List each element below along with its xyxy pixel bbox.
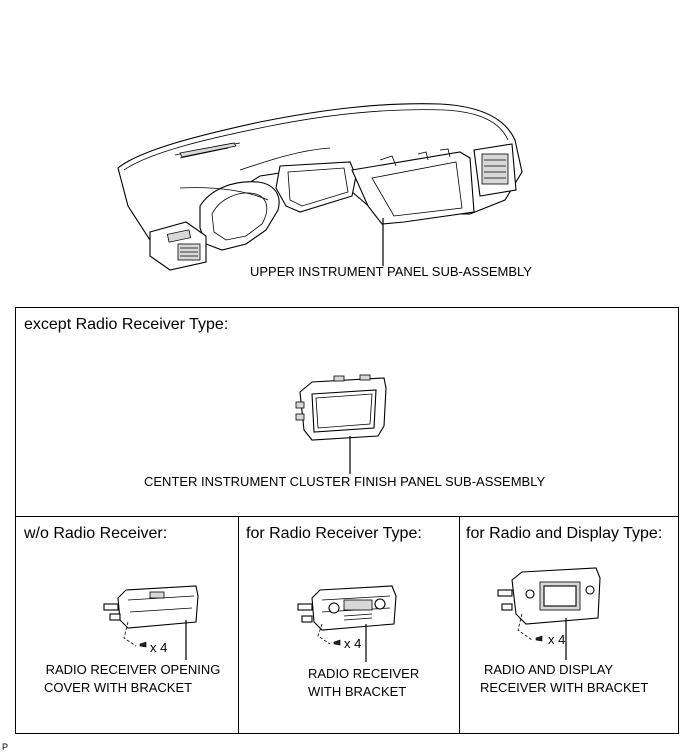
radio-display-qty: x 4	[548, 632, 566, 647]
upper-instrument-panel-illustration	[117, 103, 523, 271]
radio-receiver-qty: x 4	[344, 636, 362, 651]
radio-receiver-type-heading: for Radio Receiver Type:	[246, 525, 422, 542]
opening-cover-label-line1: RADIO RECEIVER OPENING	[45, 662, 221, 677]
center-cluster-finish-panel-label: CENTER INSTRUMENT CLUSTER FINISH PANEL S…	[144, 474, 546, 489]
radio-display-label-line1: RADIO AND DISPLAY	[484, 662, 614, 677]
wo-radio-receiver-heading: w/o Radio Receiver:	[24, 525, 168, 542]
upper-panel-label: UPPER INSTRUMENT PANEL SUB-ASSEMBLY	[250, 264, 532, 279]
radio-display-type-box	[459, 516, 679, 734]
opening-cover-label-line2: COVER WITH BRACKET	[44, 680, 193, 695]
except-radio-receiver-heading: except Radio Receiver Type:	[24, 316, 229, 333]
footer-code: P	[2, 742, 9, 752]
radio-receiver-label-line1: RADIO RECEIVER	[308, 666, 420, 681]
opening-cover-qty: x 4	[150, 640, 168, 655]
radio-display-label-line2: RECEIVER WITH BRACKET	[480, 680, 649, 695]
radio-display-type-heading: for Radio and Display Type:	[466, 525, 663, 542]
radio-receiver-label-line2: WITH BRACKET	[308, 684, 407, 699]
